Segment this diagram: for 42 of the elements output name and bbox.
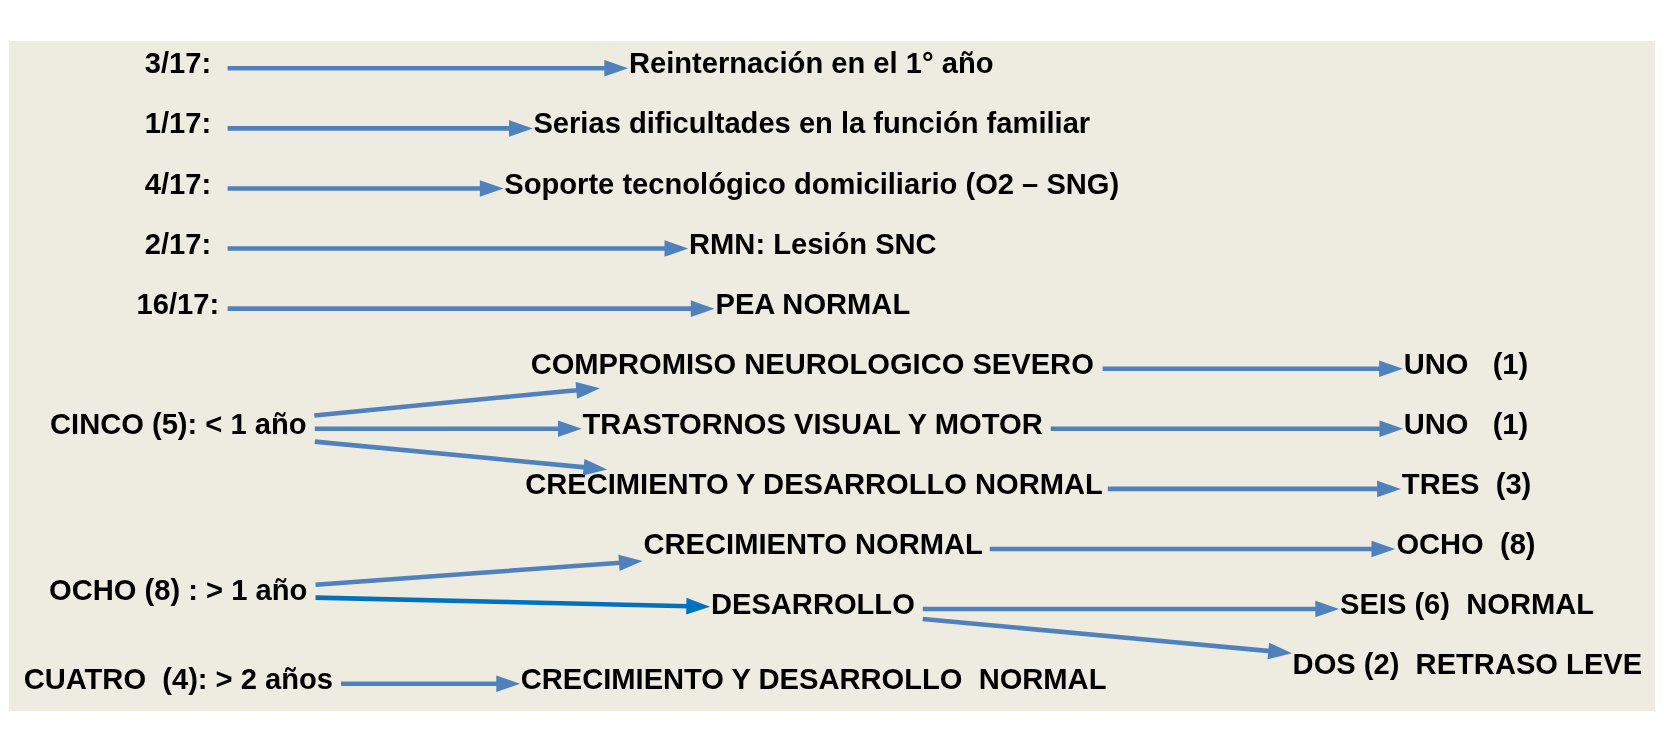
node-text: Soporte tecnológico domiciliario (O2 – SNG) — [504, 167, 1120, 200]
node-text: OCHO (8) : > 1 año — [49, 573, 308, 606]
node-text: TRES (3) — [1401, 467, 1532, 500]
node-text: DOS (2) RETRASO LEVE — [1292, 648, 1643, 681]
node-text: TRASTORNOS VISUAL Y MOTOR — [582, 407, 1043, 440]
arrow — [227, 180, 504, 197]
node-text: 16/17: — [136, 287, 220, 320]
arrow — [314, 382, 600, 418]
node-text: 1/17: — [144, 107, 212, 140]
node-text: UNO (1) — [1403, 347, 1529, 380]
arrow — [1050, 420, 1404, 438]
arrow — [315, 554, 643, 587]
node-text: PEA NORMAL — [715, 287, 911, 320]
node-text: CRECIMIENTO Y DESARROLLO NORMAL — [520, 662, 1107, 695]
arrow — [227, 60, 629, 77]
arrow — [1107, 480, 1401, 498]
arrow — [227, 300, 715, 317]
node-text: COMPROMISO NEUROLOGICO SEVERO — [530, 347, 1094, 380]
node-text: 2/17: — [144, 227, 212, 260]
node-text: DESARROLLO — [710, 588, 915, 621]
node-text: CINCO (5): < 1 año — [50, 407, 307, 440]
arrow — [922, 600, 1340, 618]
node-text: 4/17: — [144, 167, 212, 200]
node-text: Reinternación en el 1° año — [629, 47, 994, 80]
arrow — [989, 540, 1396, 558]
arrow — [227, 120, 533, 137]
arrow — [314, 439, 608, 476]
arrow — [1102, 360, 1403, 378]
node-text: CUATRO (4): > 2 años — [23, 662, 333, 695]
node-text: OCHO (8) — [1396, 528, 1536, 561]
node-text: 3/17: — [144, 47, 212, 80]
node-text: CRECIMIENTO Y DESARROLLO NORMAL — [525, 467, 1103, 500]
arrow — [227, 240, 689, 257]
node-text: Serias dificultades en la función familiar — [533, 107, 1091, 140]
node-text: UNO (1) — [1403, 407, 1529, 440]
arrow — [315, 595, 711, 615]
arrow — [314, 420, 582, 438]
arrow — [341, 675, 520, 692]
node-text: SEIS (6) NORMAL — [1339, 588, 1595, 621]
node-text: CRECIMIENTO NORMAL — [643, 528, 983, 561]
node-text: RMN: Lesión SNC — [689, 227, 937, 260]
arrow — [922, 616, 1292, 660]
